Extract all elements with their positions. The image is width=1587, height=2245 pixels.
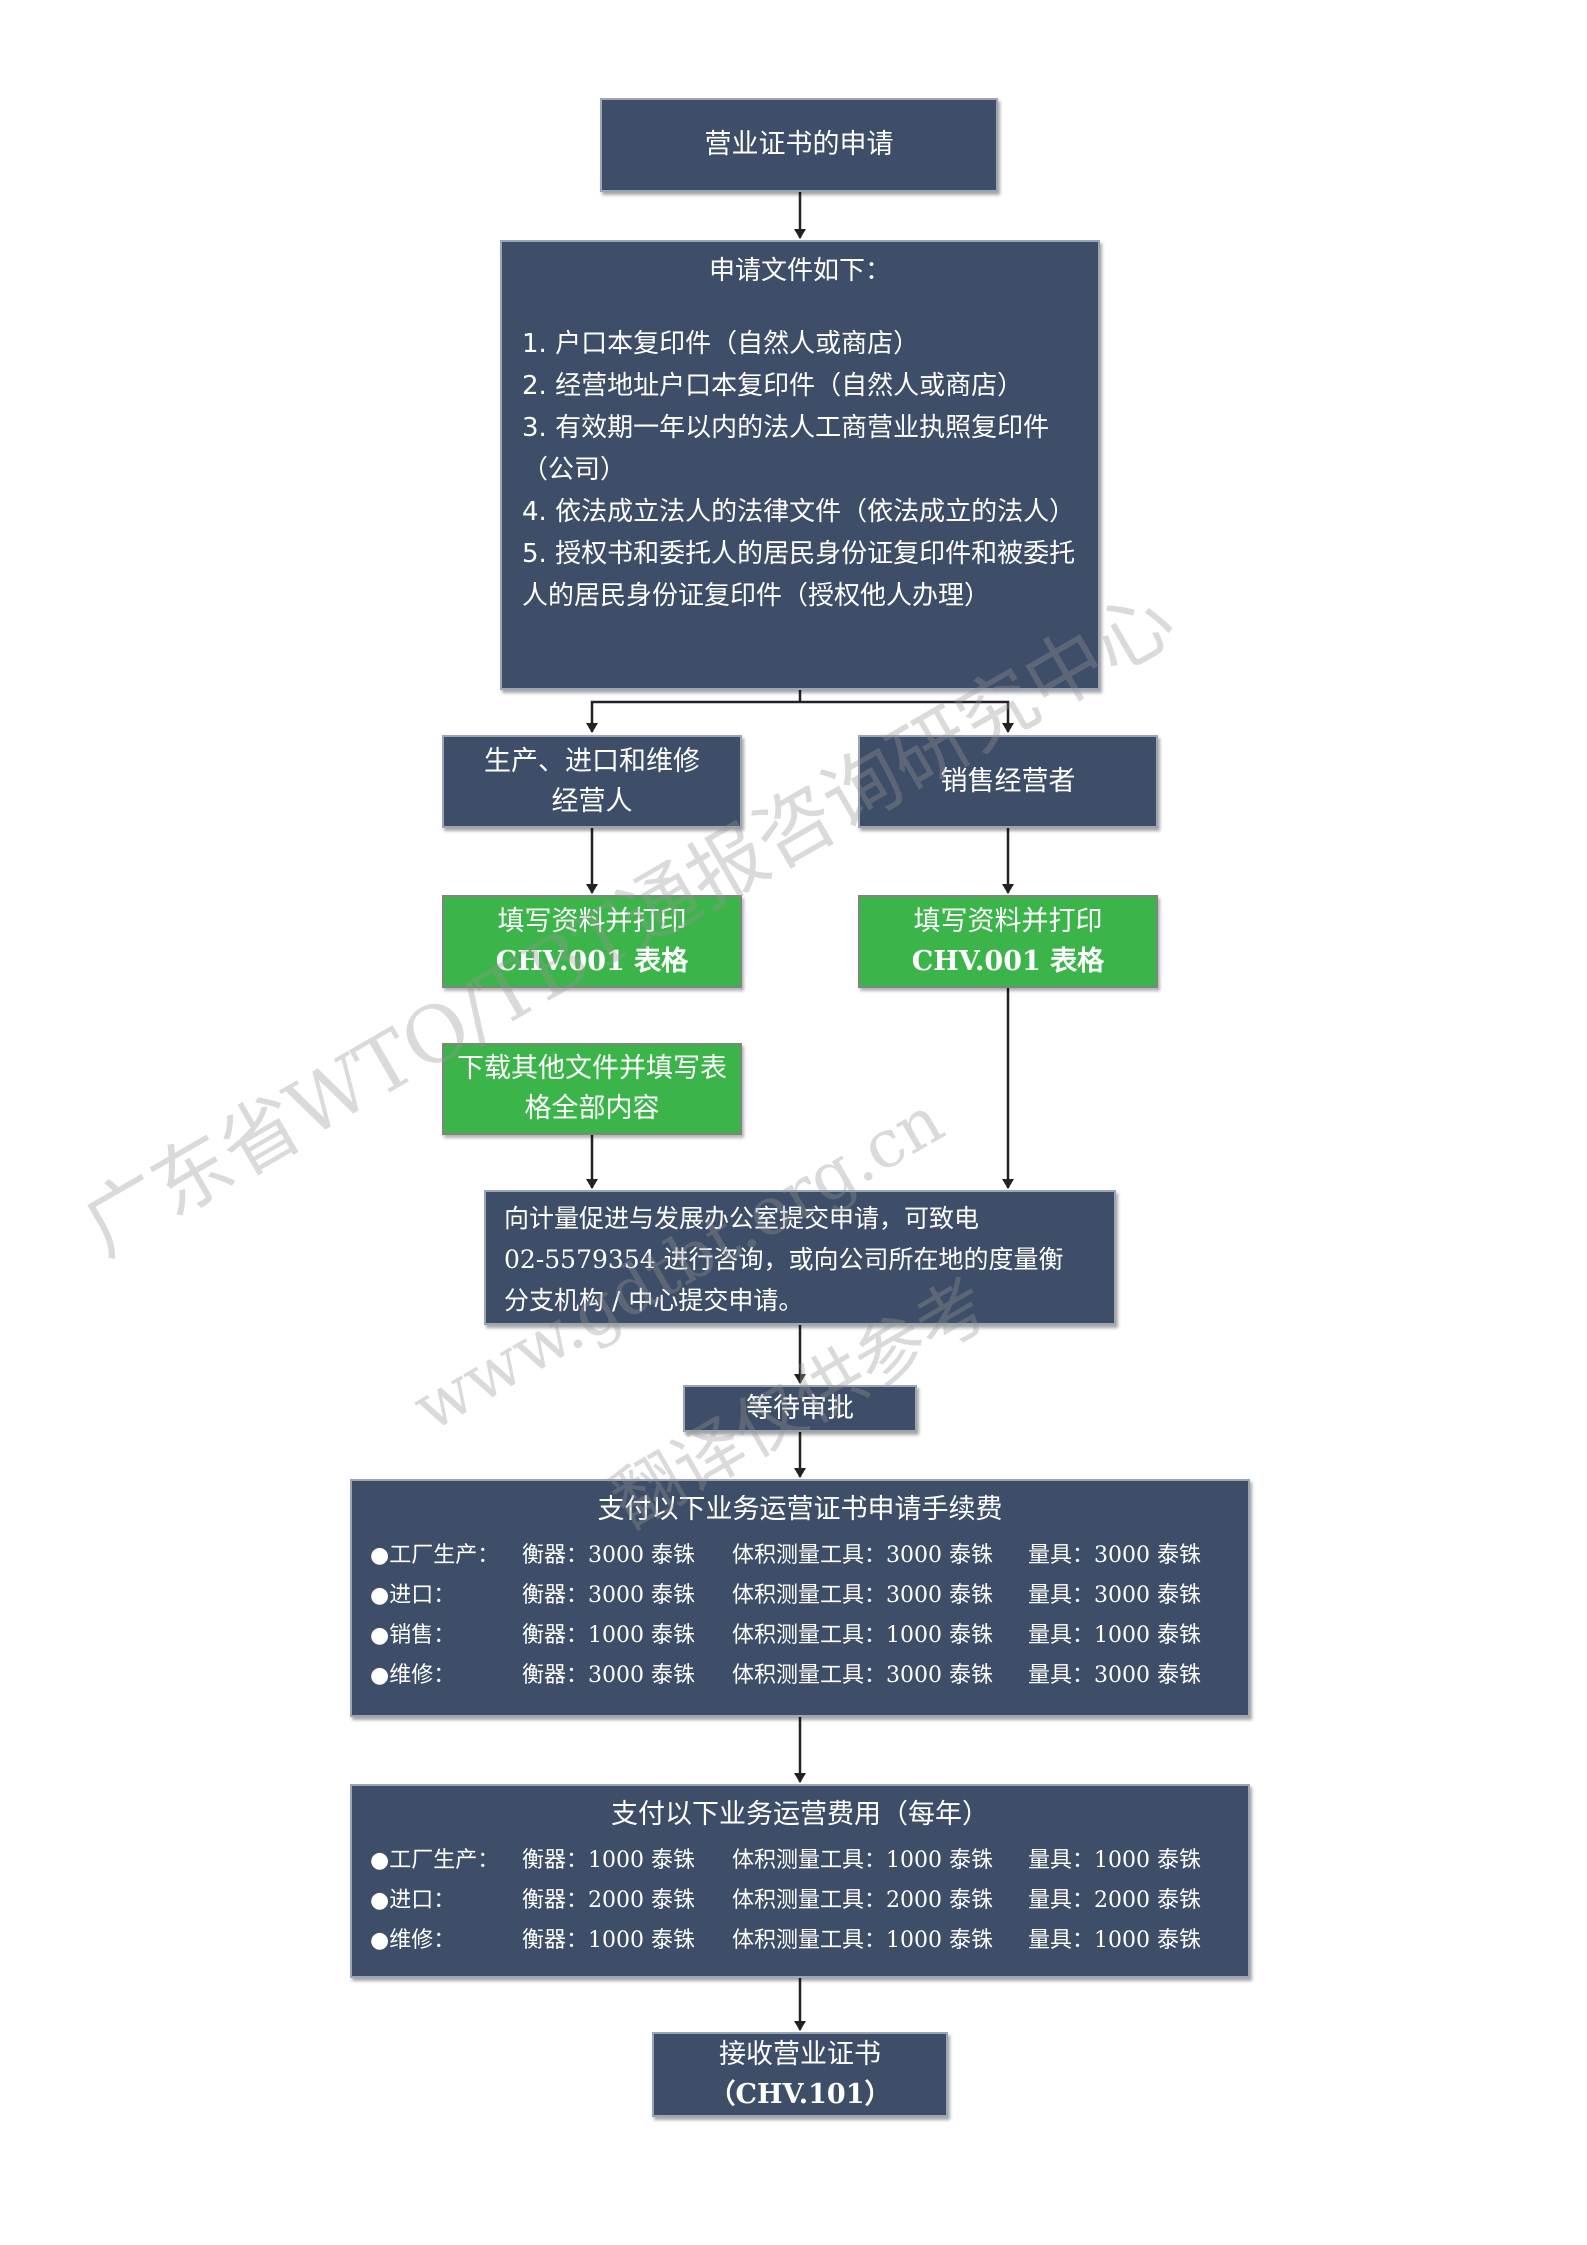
fill-left-line-2: CHV.001 表格 [495, 945, 689, 977]
download-line-1: 下载其他文件并填写表 [457, 1053, 727, 1084]
fee-cell: 衡器：2000 泰铢 [522, 1888, 695, 1913]
branch-line [590, 690, 1010, 730]
fee-row: ●工厂生产： 衡器：3000 泰铢 体积测量工具：3000 泰铢 量具：3000… [370, 1536, 1230, 1576]
fee-cell: 量具：3000 泰铢 [1028, 1543, 1201, 1568]
fee-cell: 量具：3000 泰铢 [1028, 1583, 1201, 1608]
fee-cell: ●工厂生产： [370, 1848, 500, 1873]
producer-line-2: 经营人 [551, 785, 633, 817]
fee-row: ●销售： 衡器：1000 泰铢 体积测量工具：1000 泰铢 量具：1000 泰… [370, 1616, 1230, 1656]
wait-label: 等待审批 [746, 1392, 854, 1424]
node-download: 下载其他文件并填写表 格全部内容 [442, 1043, 742, 1135]
node-apply-label: 营业证书的申请 [704, 129, 894, 160]
fee-cell: ●进口： [370, 1583, 456, 1608]
documents-item: 1. 户口本复印件（自然人或商店） [522, 329, 920, 359]
seller-label: 销售经营者 [940, 765, 1076, 797]
fill-right-line-2: CHV.001 表格 [911, 945, 1105, 977]
node-fill-form-left: 填写资料并打印 CHV.001 表格 [442, 895, 742, 988]
fill-left-line-1: 填写资料并打印 [497, 905, 687, 937]
node-producer: 生产、进口和维修 经营人 [442, 735, 742, 828]
receive-line-1: 接收营业证书 [719, 2038, 881, 2070]
download-line-2: 格全部内容 [524, 1093, 660, 1124]
fee-cell: 量具：1000 泰铢 [1028, 1848, 1201, 1873]
documents-list: 1. 户口本复印件（自然人或商店） 2. 经营地址户口本复印件（自然人或商店） … [502, 323, 1098, 617]
fee-annual-title: 支付以下业务运营费用（每年） [611, 1799, 989, 1830]
node-annual-fee: 支付以下业务运营费用（每年） ●工厂生产： 衡器：1000 泰铢 体积测量工具：… [350, 1784, 1250, 1978]
fee-cell: ●工厂生产： [370, 1543, 500, 1568]
fee-cell: 体积测量工具：1000 泰铢 [732, 1848, 993, 1873]
fee-cell: 量具：3000 泰铢 [1028, 1663, 1201, 1688]
node-receive: 接收营业证书 （CHV.101） [652, 2032, 948, 2117]
fee-cell: 量具：2000 泰铢 [1028, 1888, 1201, 1913]
fee-cell: 衡器：1000 泰铢 [522, 1848, 695, 1873]
submit-line-2: 02-5579354 进行咨询，或向公司所在地的度量衡 [504, 1245, 1064, 1274]
documents-title: 申请文件如下： [708, 256, 891, 286]
fee-cell: 量具：1000 泰铢 [1028, 1623, 1201, 1648]
producer-line-1: 生产、进口和维修 [484, 745, 700, 777]
node-wait: 等待审批 [683, 1385, 917, 1432]
node-seller: 销售经营者 [858, 735, 1158, 828]
fee-cell: ●维修： [370, 1928, 456, 1953]
fee-cell: ●进口： [370, 1888, 456, 1913]
fee-row: ●工厂生产： 衡器：1000 泰铢 体积测量工具：1000 泰铢 量具：1000… [370, 1841, 1230, 1881]
fee-cell: 量具：1000 泰铢 [1028, 1928, 1201, 1953]
documents-item: 3. 有效期一年以内的法人工商营业执照复印件（公司） [522, 413, 1050, 485]
node-apply: 营业证书的申请 [600, 98, 998, 192]
submit-line-3: 分支机构 / 中心提交申请。 [504, 1286, 804, 1315]
fee-cell: 衡器：1000 泰铢 [522, 1928, 695, 1953]
fee-cell: 体积测量工具：3000 泰铢 [732, 1543, 993, 1568]
node-fill-form-right: 填写资料并打印 CHV.001 表格 [858, 895, 1158, 988]
documents-item: 4. 依法成立法人的法律文件（依法成立的法人） [522, 497, 1076, 527]
receive-line-2: （CHV.101） [708, 2078, 892, 2110]
fill-right-line-1: 填写资料并打印 [913, 905, 1103, 937]
node-application-fee: 支付以下业务运营证书申请手续费 ●工厂生产： 衡器：3000 泰铢 体积测量工具… [350, 1479, 1250, 1717]
fee-row: ●进口： 衡器：3000 泰铢 体积测量工具：3000 泰铢 量具：3000 泰… [370, 1576, 1230, 1616]
fee-cell: 衡器：3000 泰铢 [522, 1583, 695, 1608]
fee-cell: 体积测量工具：1000 泰铢 [732, 1623, 993, 1648]
fee-cell: 体积测量工具：1000 泰铢 [732, 1928, 993, 1953]
fee-cell: ●销售： [370, 1623, 456, 1648]
fee-cell: 体积测量工具：3000 泰铢 [732, 1663, 993, 1688]
documents-item: 5. 授权书和委托人的居民身份证复印件和被委托人的居民身份证复印件（授权他人办理… [522, 539, 1076, 611]
fee-cell: 衡器：3000 泰铢 [522, 1543, 695, 1568]
fee-cell: 体积测量工具：2000 泰铢 [732, 1888, 993, 1913]
fee-cell: ●维修： [370, 1663, 456, 1688]
documents-item: 2. 经营地址户口本复印件（自然人或商店） [522, 371, 1024, 401]
fee-apply-title: 支付以下业务运营证书申请手续费 [597, 1494, 1003, 1525]
fee-cell: 体积测量工具：3000 泰铢 [732, 1583, 993, 1608]
fee-row: ●进口： 衡器：2000 泰铢 体积测量工具：2000 泰铢 量具：2000 泰… [370, 1881, 1230, 1921]
node-submit: 向计量促进与发展办公室提交申请，可致电 02-5579354 进行咨询，或向公司… [484, 1190, 1116, 1325]
fee-row: ●维修： 衡器：3000 泰铢 体积测量工具：3000 泰铢 量具：3000 泰… [370, 1656, 1230, 1696]
node-documents: 申请文件如下： 1. 户口本复印件（自然人或商店） 2. 经营地址户口本复印件（… [500, 240, 1100, 690]
submit-line-1: 向计量促进与发展办公室提交申请，可致电 [504, 1204, 980, 1233]
fee-cell: 衡器：1000 泰铢 [522, 1623, 695, 1648]
fee-cell: 衡器：3000 泰铢 [522, 1663, 695, 1688]
fee-row: ●维修： 衡器：1000 泰铢 体积测量工具：1000 泰铢 量具：1000 泰… [370, 1921, 1230, 1961]
